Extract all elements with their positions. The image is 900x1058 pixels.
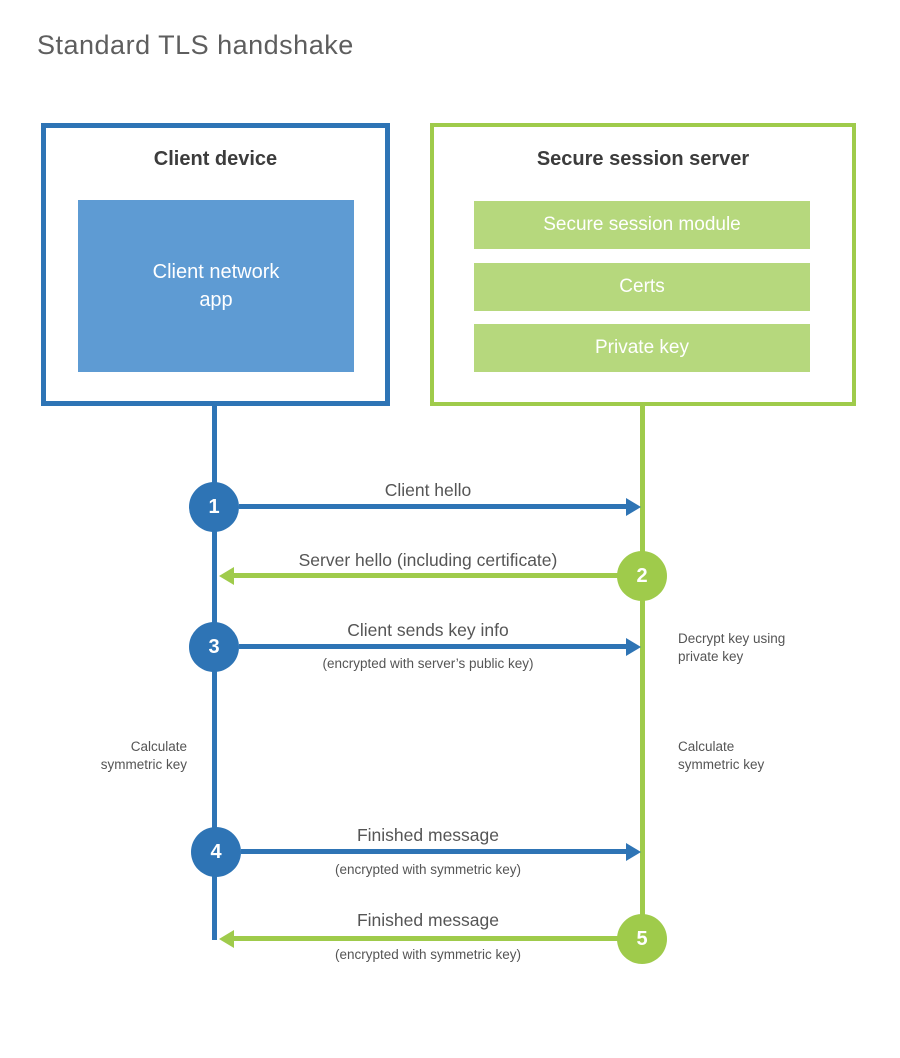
arrowhead-left-icon [219,567,234,585]
secure-session-server-title: Secure session server [536,148,750,170]
server-module-bar-certs: Certs [474,263,810,311]
server-module-bar-secure-session-module: Secure session module [474,201,810,249]
arrowhead-left-icon [219,930,234,948]
page-title: Standard TLS handshake [37,30,354,60]
step-4-badge: 4 [191,827,241,877]
client-device-title: Client device [153,148,278,170]
arrowhead-right-icon [626,498,641,516]
arrowhead-right-icon [626,843,641,861]
step-2-badge: 2 [617,551,667,601]
client-network-app-box: Client network app [78,200,354,372]
message-label-step-2: Server hello (including certificate) [298,550,558,570]
message-sublabel-step-3: (encrypted with server’s public key) [322,656,534,671]
step-2-number: 2 [636,564,648,587]
step-4-number: 4 [210,840,222,863]
arrow-step-3 [239,644,627,649]
arrow-step-1 [239,504,627,509]
arrow-step-5 [234,936,618,941]
step-3-badge: 3 [189,622,239,672]
client-network-app-label: Client network app [152,261,280,311]
arrowhead-right-icon [626,638,641,656]
step-1-number: 1 [208,495,220,518]
annotation-calculate-symmetric-key-server: Calculate symmetric key [678,739,765,772]
server-lifeline [640,406,645,938]
step-5-number: 5 [636,927,648,950]
step-1-badge: 1 [189,482,239,532]
arrow-step-2 [234,573,618,578]
message-sublabel-step-5: (encrypted with symmetric key) [334,947,522,962]
server-module-bar-private-key: Private key [474,324,810,372]
message-sublabel-step-4: (encrypted with symmetric key) [334,862,522,877]
annotation-calculate-symmetric-key-client: Calculate symmetric key [100,739,187,772]
client-lifeline [212,406,217,940]
step-5-badge: 5 [617,914,667,964]
arrow-step-4 [241,849,627,854]
step-3-number: 3 [208,635,220,658]
annotation-decrypt-key: Decrypt key using private key [678,631,786,664]
message-label-step-4: Finished message [356,825,500,845]
message-label-step-1: Client hello [384,480,472,500]
message-label-step-3: Client sends key info [347,620,509,640]
message-label-step-5: Finished message [356,910,500,930]
